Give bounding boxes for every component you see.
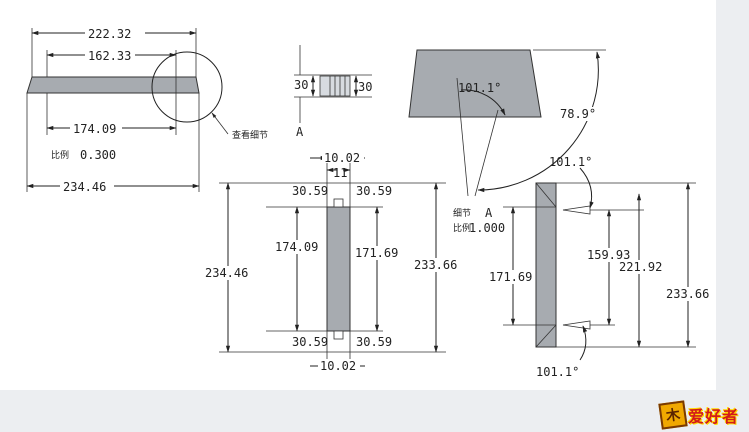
dim-233-66-right: 233.66: [666, 287, 709, 301]
detail-title: 细节: [453, 207, 471, 219]
dim-171-69-right: 171.69: [489, 270, 532, 284]
side-view: 30 30 A: [294, 45, 372, 139]
front-view: 10.02 11 30.59 30.59 30.59 30.59 10.02 2…: [203, 151, 460, 373]
scale-label-top: 比例: [51, 149, 69, 161]
angle-78-9: 78.9°: [560, 107, 596, 121]
front-view-part: [326, 206, 351, 332]
top-view: 222.32 162.33 174.09 234.46 比例 0.300 查看细…: [26, 26, 268, 194]
angle-101-1-bottom: 101.1°: [536, 365, 579, 379]
dog-head-icon: 木: [658, 400, 688, 430]
dim-30-59-bottom-left: 30.59: [292, 335, 328, 349]
detail-callout-label: 查看细节: [232, 129, 268, 141]
dim-233-66-front: 233.66: [414, 258, 457, 272]
angle-101-1-top: 101.1°: [549, 155, 592, 169]
detail-circle[interactable]: [151, 51, 223, 123]
dim-221-92: 221.92: [619, 260, 662, 274]
dim-162-33: 162.33: [88, 49, 131, 63]
section-letter-a: A: [296, 125, 304, 139]
dim-30-left: 30: [294, 78, 308, 92]
dim-222-32: 222.32: [88, 27, 131, 41]
dim-30-right: 30: [358, 80, 372, 94]
detail-a-label: 细节 A 比例 1.000: [453, 206, 505, 235]
dim-174-09-top: 174.09: [73, 122, 116, 136]
dim-174-09-front: 174.09: [275, 240, 318, 254]
right-view-part: [535, 182, 557, 348]
angle-101-1-trapezoid: 101.1°: [458, 81, 501, 95]
logo-text: 爱好者: [687, 407, 739, 426]
dim-159-93: 159.93: [587, 248, 630, 262]
detail-scale-value: 1.000: [469, 221, 505, 235]
dim-10-02-top: 10.02: [324, 151, 360, 165]
dim-30-59-top-right: 30.59: [356, 184, 392, 198]
right-detail-view: 101.1° 101.1° 171.69 159.93 221.92 233.6…: [487, 155, 712, 379]
frame-right-margin: [716, 0, 749, 432]
dim-10-02-bottom: 10.02: [320, 359, 356, 373]
dim-234-46-top: 234.46: [63, 180, 106, 194]
dim-11: 11: [333, 166, 347, 180]
trapezoid-view: 101.1° 78.9°: [408, 49, 606, 197]
dim-171-69-front: 171.69: [355, 246, 398, 260]
watermark-logo: 木 爱好者: [658, 400, 739, 430]
dim-30-59-top-left: 30.59: [292, 184, 328, 198]
scale-value-top: 0.300: [80, 148, 116, 162]
top-view-part: [26, 76, 200, 94]
frame-bottom-margin: [0, 390, 749, 432]
detail-scale-label: 比例: [453, 222, 471, 234]
dim-30-59-bottom-right: 30.59: [356, 335, 392, 349]
dim-234-46-left: 234.46: [205, 266, 248, 280]
detail-letter: A: [485, 206, 493, 220]
